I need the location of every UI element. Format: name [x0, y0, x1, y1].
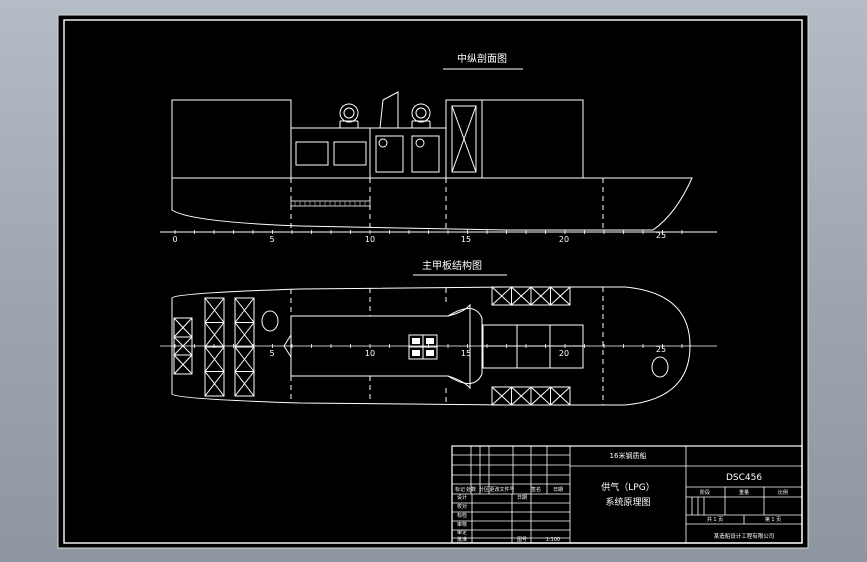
funnel	[379, 91, 399, 129]
drawing-name-line2: 系统原理图	[605, 496, 650, 508]
frame-label: 5	[269, 349, 274, 358]
lifebuoy-aft	[339, 103, 359, 123]
header-cell: 处数	[466, 486, 476, 493]
lifebuoy-fwd	[411, 103, 431, 123]
role-label: 标检	[457, 512, 467, 519]
deckhouse-plan	[290, 303, 471, 390]
header-cell: 签名	[531, 486, 541, 493]
hull-outline	[171, 177, 693, 231]
frame-label: 10	[365, 235, 375, 244]
drawing-name-line1: 供气（LPG）	[601, 481, 654, 493]
door-2	[411, 135, 440, 173]
door-1-port	[378, 138, 388, 148]
misc-cell: 图号	[517, 537, 527, 543]
aft-manhole	[261, 310, 279, 332]
fwd-hatch-row-bottom	[491, 386, 571, 406]
project-note: 16米钢质船	[610, 451, 647, 460]
role-label: 审核	[457, 521, 467, 528]
frame-label: 5	[269, 235, 274, 244]
wheelhouse-window	[451, 105, 477, 173]
right-cell: 重量	[739, 489, 749, 496]
misc-cell: 日期	[517, 495, 527, 501]
paper-background	[57, 14, 809, 549]
deckhouse-bow	[447, 308, 483, 384]
role-label: 校对	[457, 503, 467, 510]
drawing-number: DSC456	[726, 473, 762, 483]
aft-hatch-stack-3	[234, 297, 255, 397]
profile-title: 中纵剖面图	[457, 52, 507, 65]
title-block-text: 16米钢质船 DSC456 供气（LPG） 系统原理图 某造船设计工程有限公司 …	[455, 451, 788, 543]
right-cell: 共 1 页	[707, 516, 723, 523]
window-1	[295, 141, 329, 166]
header-cell: 标记	[455, 486, 465, 493]
header-cell: 更改文件号	[489, 486, 514, 493]
fwd-deckhouse	[481, 99, 584, 179]
hatched-strip	[290, 200, 371, 207]
right-cell: 阶段	[700, 489, 710, 496]
right-cell: 第 1 页	[765, 516, 781, 523]
door-2-port	[415, 138, 425, 148]
drawing-border	[63, 19, 803, 544]
profile-view: 中纵剖面图	[160, 52, 717, 234]
aft-hatch-stack-1	[173, 317, 193, 375]
right-cell: 比例	[778, 489, 788, 496]
frame-label: 0	[172, 235, 177, 244]
frame-label: 25	[656, 231, 666, 240]
door-1	[375, 135, 404, 173]
deck-title: 主甲板结构图	[422, 259, 482, 272]
fwd-manhole	[651, 356, 669, 378]
company-name: 某造船设计工程有限公司	[714, 532, 775, 540]
frame-label: 10	[365, 349, 375, 358]
misc-cell: 1:100	[546, 537, 560, 543]
frame-label: 25	[656, 345, 666, 354]
header-cell: 日期	[553, 487, 563, 493]
profile-frame-labels: 0 5 10 15 20 25	[172, 231, 666, 244]
frame-label: 20	[559, 235, 569, 244]
role-label: 设计	[457, 494, 467, 501]
aft-bracket	[283, 334, 292, 358]
role-label: 审定	[457, 529, 467, 536]
frame-label: 20	[559, 349, 569, 358]
frame-label: 15	[461, 235, 471, 244]
deck-frame-labels: 5 10 15 20 25	[269, 345, 666, 358]
window-2	[333, 141, 367, 166]
frame-label: 15	[461, 349, 471, 358]
header-cell: 分区	[479, 486, 489, 493]
deck-plan-view: 主甲板结构图	[160, 259, 717, 406]
title-block	[451, 445, 803, 544]
aft-hatch-stack-2	[204, 297, 225, 397]
role-label: 批准	[457, 536, 467, 543]
fwd-hatch-row-top	[491, 286, 571, 306]
